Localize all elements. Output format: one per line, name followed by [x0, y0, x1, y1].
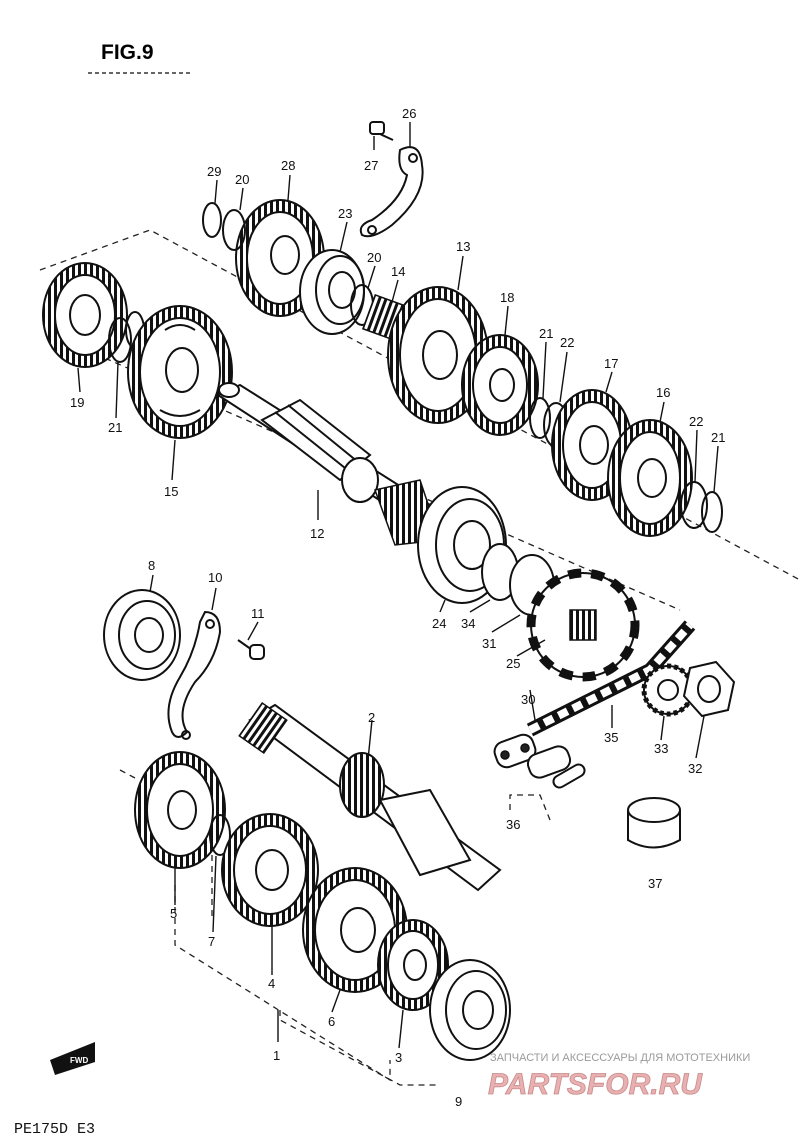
callout-33: 33	[654, 741, 668, 756]
circlip-29	[202, 202, 222, 238]
gear-4	[221, 813, 319, 927]
callout-labels: 1 2 3 4 5 6 7 8 9 10 11 12 13 14 15 16 1…	[70, 106, 725, 1109]
cap-37	[627, 797, 681, 849]
callout-11: 11	[251, 606, 265, 621]
watermark-brand: PARTSFOR.RU	[488, 1068, 703, 1101]
callout-2: 2	[368, 710, 375, 725]
bearing-9	[429, 959, 511, 1061]
callout-27: 27	[364, 158, 378, 173]
figure-title: FIG.9	[101, 41, 154, 64]
callout-12: 12	[310, 526, 324, 541]
drive-chain-30	[526, 620, 696, 737]
callout-32: 32	[688, 761, 702, 776]
callout-1: 1	[273, 1048, 280, 1063]
callout-35: 35	[604, 730, 618, 745]
circlip-7	[209, 814, 231, 856]
watermark-tagline: ЗАПЧАСТИ И АКСЕССУАРЫ ДЛЯ МОТОТЕХНИКИ	[490, 1052, 750, 1064]
callout-4: 4	[268, 976, 275, 991]
circlip-21-mid	[529, 397, 551, 439]
nut-32	[682, 660, 736, 718]
callout-30: 30	[521, 692, 535, 707]
callout-20-lower: 20	[367, 250, 381, 265]
gear-18	[461, 334, 539, 436]
callout-20-upper: 20	[235, 172, 249, 187]
callout-28: 28	[281, 158, 295, 173]
callout-15: 15	[164, 484, 178, 499]
callout-17: 17	[604, 356, 618, 371]
circlip-21-right	[701, 491, 723, 533]
washer-22-right	[680, 481, 708, 529]
callout-29: 29	[207, 164, 221, 179]
callout-19: 19	[70, 395, 84, 410]
gear-19	[42, 262, 128, 368]
callout-8: 8	[148, 558, 155, 573]
screw-11	[237, 639, 265, 660]
gear-3	[377, 919, 449, 1011]
callout-26: 26	[402, 106, 416, 121]
callout-7: 7	[208, 934, 215, 949]
bearing-retainer-10	[167, 610, 222, 740]
callout-18: 18	[500, 290, 514, 305]
callout-16: 16	[656, 385, 670, 400]
forward-marker-text: FWD	[70, 1056, 88, 1065]
callout-9: 9	[455, 1094, 462, 1109]
callout-23: 23	[338, 206, 352, 221]
callout-21-right: 21	[711, 430, 725, 445]
sprocket-25	[526, 568, 640, 682]
callout-6: 6	[328, 1014, 335, 1029]
bearing-23	[299, 249, 365, 335]
bearing-8	[103, 589, 181, 681]
gear-5	[134, 751, 226, 869]
lower-assembly-guides	[119, 769, 551, 1086]
callout-21-mid: 21	[539, 326, 553, 341]
callout-13: 13	[456, 239, 470, 254]
forward-arrow-icon: FWD	[50, 1042, 95, 1075]
leader-lines	[77, 122, 719, 1049]
callout-3: 3	[395, 1050, 402, 1065]
callout-37: 37	[648, 876, 662, 891]
callout-22-right: 22	[689, 414, 703, 429]
circlip-21-left	[108, 317, 132, 363]
gear-16	[607, 419, 693, 537]
bolt-27	[369, 121, 394, 141]
callout-25: 25	[506, 656, 520, 671]
callout-24: 24	[432, 616, 446, 631]
driveshaft-2	[238, 701, 502, 892]
gear-15	[127, 305, 233, 439]
callout-31: 31	[482, 636, 496, 651]
callout-10: 10	[208, 570, 222, 585]
callout-36: 36	[506, 817, 520, 832]
callout-22-mid: 22	[560, 335, 574, 350]
model-code: PE175D E3	[14, 1121, 95, 1138]
callout-34: 34	[461, 616, 475, 631]
washer-20-upper	[222, 209, 246, 251]
callout-5: 5	[170, 906, 177, 921]
countershaft-12	[215, 382, 442, 546]
callout-14: 14	[391, 264, 405, 279]
callout-21-left: 21	[108, 420, 122, 435]
stopper-plate-26	[359, 146, 424, 238]
chain-joint-36	[493, 733, 586, 789]
lock-washer-33	[641, 663, 695, 717]
